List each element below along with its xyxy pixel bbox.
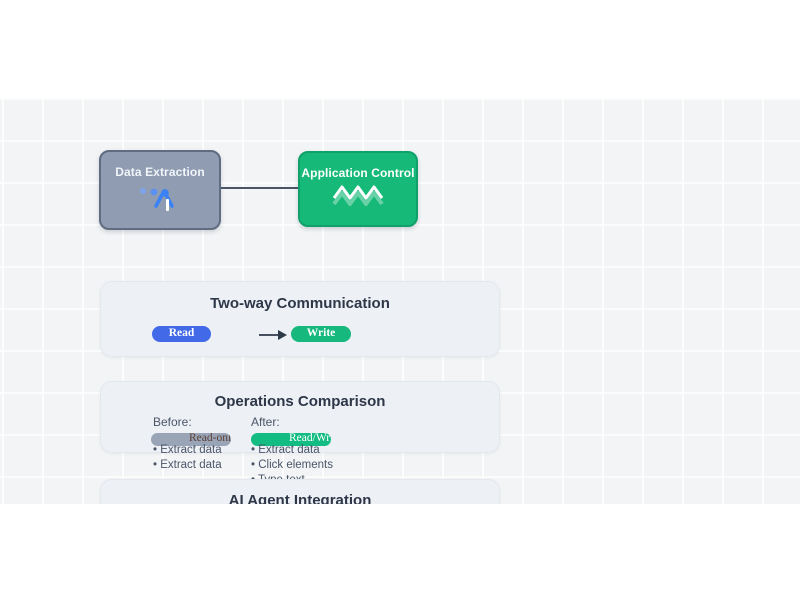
panel-two-way-communication: Two-way Communication Read Write	[100, 281, 500, 357]
list-item: • Extract data	[251, 444, 320, 456]
readonly-badge: Read-only	[151, 433, 231, 446]
zigzag-wave-icon	[300, 183, 416, 214]
readonly-badge-text: Read-only	[189, 433, 231, 444]
panel-ai-agent-integration: AI Agent Integration	[100, 479, 500, 504]
node-connector-edge	[221, 187, 299, 189]
node-application-control-label: Application Control	[301, 166, 415, 180]
before-item-list: • Extract data • Extract data	[153, 443, 222, 473]
node-data-extraction-label: Data Extraction	[115, 165, 205, 179]
read-badge: Read	[152, 326, 211, 342]
right-arrow-icon	[258, 328, 288, 346]
list-item: • Click elements	[251, 459, 333, 471]
text-cursor-dots-icon	[101, 182, 219, 217]
after-label: After:	[251, 415, 280, 429]
diagram-canvas[interactable]: Data Extraction Application Control	[0, 98, 800, 504]
panel-title: Two-way Communication	[210, 295, 390, 312]
before-label: Before:	[153, 415, 192, 429]
list-item: • Extract data	[153, 444, 222, 456]
panel-title: Operations Comparison	[214, 393, 386, 410]
node-application-control[interactable]: Application Control	[298, 151, 418, 227]
panel-title: AI Agent Integration	[228, 492, 372, 504]
write-badge: Write	[291, 326, 351, 342]
panel-operations-comparison: Operations Comparison Before: After: Rea…	[100, 381, 500, 486]
node-data-extraction[interactable]: Data Extraction	[99, 150, 221, 230]
readwrite-badge-text: Read/Write	[289, 433, 331, 444]
list-item: • Extract data	[153, 459, 222, 471]
readwrite-badge: Read/Write	[251, 433, 331, 446]
